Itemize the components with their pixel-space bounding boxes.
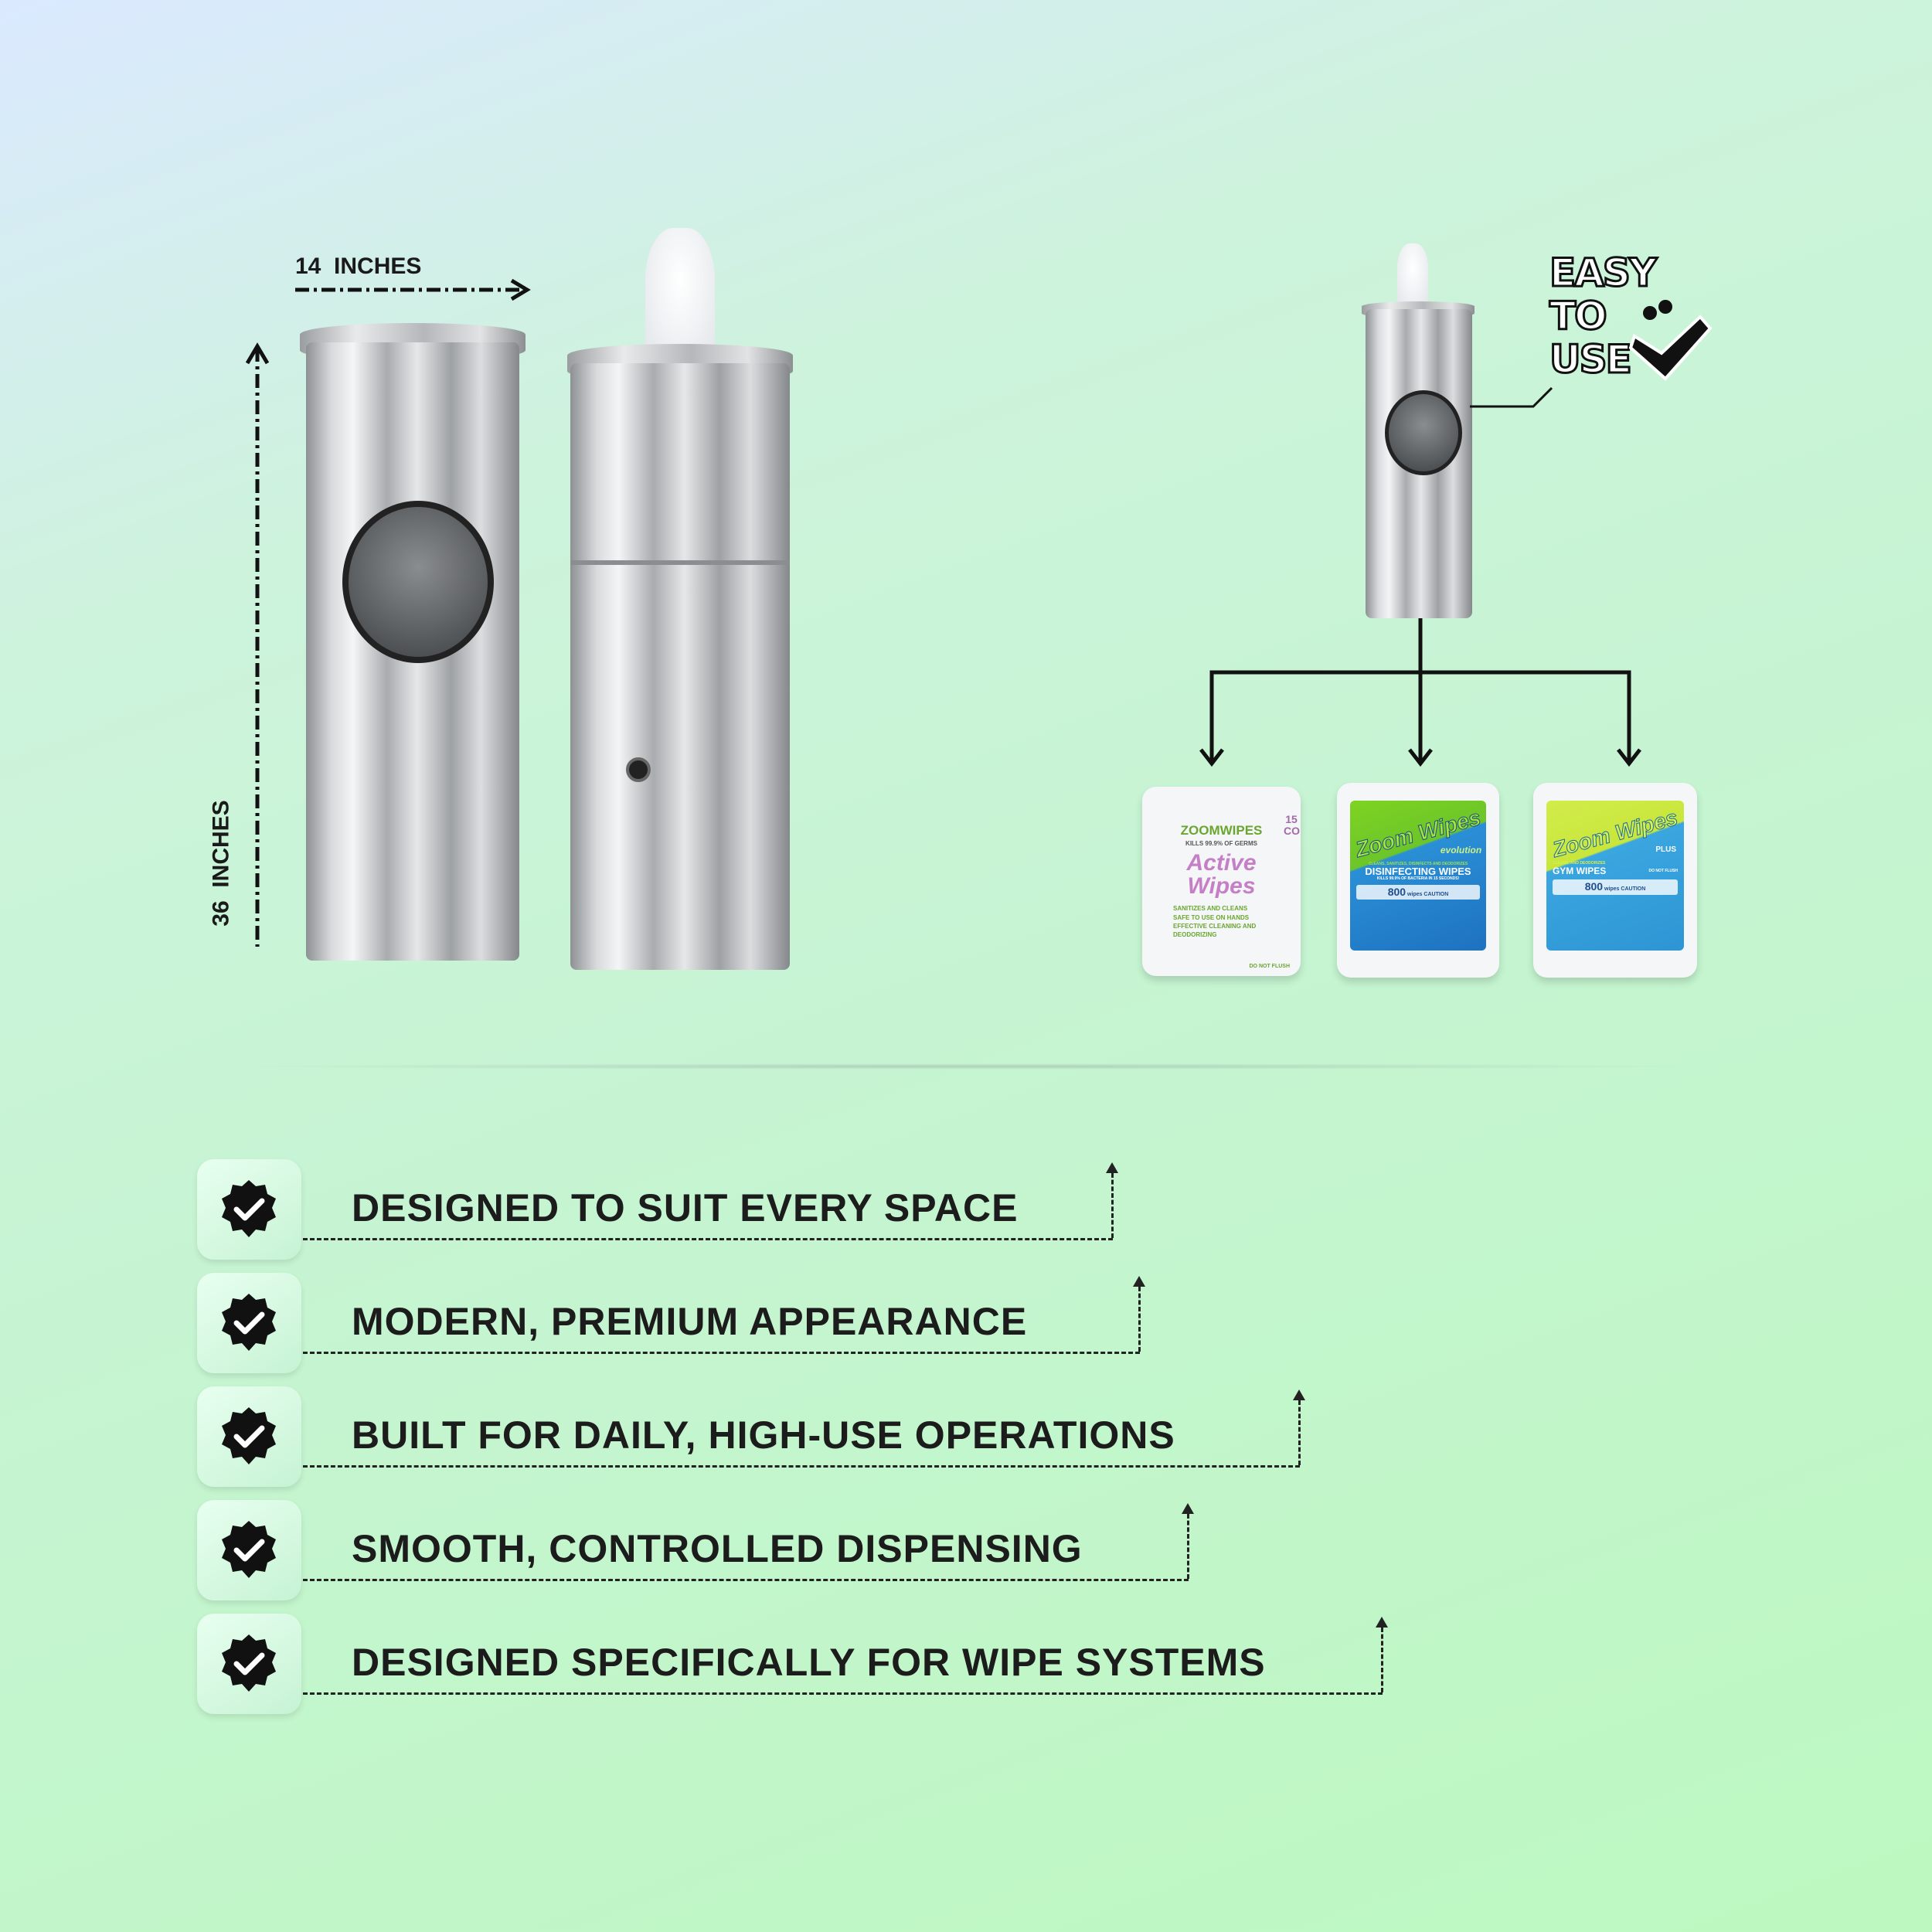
dashed-underline (303, 1692, 1383, 1695)
callout-line (1470, 386, 1553, 408)
dashed-riser (1138, 1287, 1141, 1352)
check-icon (222, 1180, 276, 1237)
feature-row: DESIGNED TO SUIT EVERY SPACE (197, 1159, 1128, 1260)
feature-text: DESIGNED SPECIFICALLY FOR WIPE SYSTEMS (352, 1641, 1266, 1684)
arrow-up-icon (1293, 1389, 1305, 1400)
feature-row: MODERN, PREMIUM APPEARANCE (197, 1273, 1155, 1373)
feature-text: MODERN, PREMIUM APPEARANCE (352, 1300, 1028, 1343)
feature-text: SMOOTH, CONTROLLED DISPENSING (352, 1527, 1083, 1570)
dashed-riser (1298, 1400, 1301, 1465)
arrow-up-icon (1106, 1162, 1118, 1173)
dashed-riser (1381, 1628, 1383, 1692)
dispenser-side (564, 228, 796, 974)
dashed-riser (1187, 1514, 1189, 1579)
dashed-underline (303, 1238, 1113, 1240)
section-divider (216, 1063, 1708, 1070)
width-arrow (295, 278, 531, 301)
lock-icon (626, 757, 651, 782)
pack-active-wipes: 15 CO ZOOMWIPES KILLS 99.9% OF GERMS Act… (1142, 787, 1301, 976)
dashed-underline (303, 1352, 1140, 1354)
check-icon (222, 1407, 276, 1464)
check-icon (222, 1521, 276, 1578)
hand-check-icon (1628, 300, 1713, 381)
check-badge (197, 1500, 301, 1600)
dashed-riser (1111, 1173, 1114, 1238)
arrow-up-icon (1376, 1617, 1388, 1628)
easy-to-use-badge: EASY TO USE (1549, 250, 1716, 398)
feature-row: DESIGNED SPECIFICALLY FOR WIPE SYSTEMS (197, 1614, 1398, 1714)
wipe-tissue (645, 228, 715, 359)
arrow-up-icon (1182, 1503, 1194, 1514)
feature-row: SMOOTH, CONTROLLED DISPENSING (197, 1500, 1204, 1600)
dispenser-front (300, 323, 526, 968)
to-text: TO (1549, 294, 1609, 339)
use-text: USE (1549, 337, 1634, 383)
arrow-up-icon (1133, 1276, 1145, 1287)
distribution-tree (1199, 618, 1641, 767)
height-arrow (245, 342, 270, 947)
dashed-underline (303, 1465, 1300, 1468)
disposal-opening (342, 501, 494, 663)
pack-gym-wipes: Zoom Wipes PLUS CLEANS, AND DEODORIZES G… (1533, 783, 1697, 978)
dashed-underline (303, 1579, 1189, 1581)
check-badge (197, 1159, 301, 1260)
check-badge (197, 1386, 301, 1487)
check-badge (197, 1614, 301, 1714)
check-icon (222, 1634, 276, 1692)
easy-text: EASY (1549, 250, 1658, 296)
width-label: 14 INCHES (295, 253, 422, 279)
feature-row: BUILT FOR DAILY, HIGH-USE OPERATIONS (197, 1386, 1315, 1487)
check-badge (197, 1273, 301, 1373)
height-label: 36 INCHES (208, 800, 234, 927)
check-icon (222, 1294, 276, 1351)
pack-disinfecting-wipes: Zoom Wipes evolution CLEANS, SANITIZES, … (1337, 783, 1499, 978)
dispenser-small (1362, 243, 1478, 622)
feature-text: BUILT FOR DAILY, HIGH-USE OPERATIONS (352, 1413, 1175, 1457)
feature-text: DESIGNED TO SUIT EVERY SPACE (352, 1186, 1019, 1230)
